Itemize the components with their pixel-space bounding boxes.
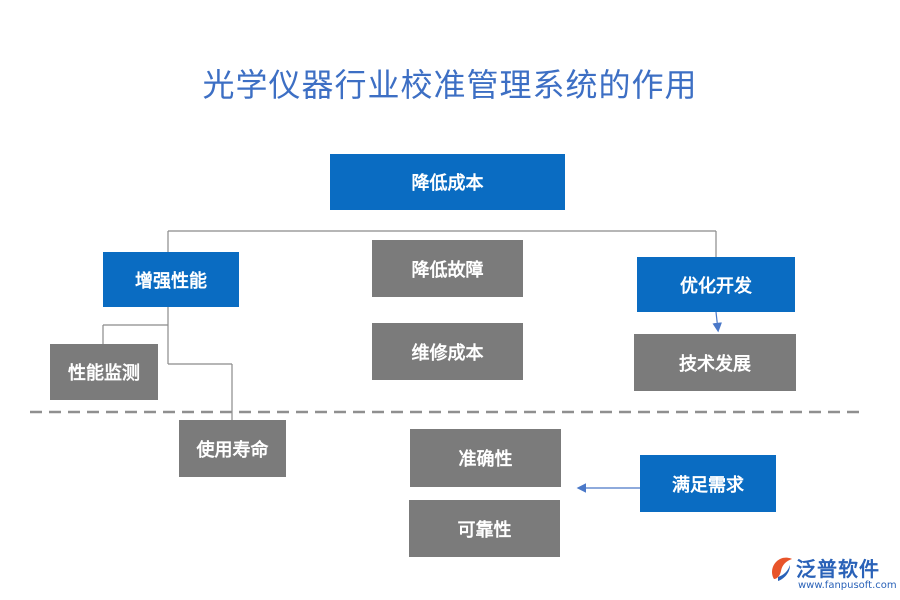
logo-url: www.fanpusoft.com — [798, 580, 897, 591]
node-accuracy: 准确性 — [410, 429, 561, 487]
node-optimize-development: 优化开发 — [637, 257, 795, 312]
node-meet-demand: 满足需求 — [640, 455, 776, 512]
brand-logo: 泛普软件 www.fanpusoft.com — [768, 553, 898, 599]
node-performance-monitoring: 性能监测 — [50, 344, 158, 400]
node-reliability: 可靠性 — [409, 500, 560, 557]
node-maintenance-cost: 维修成本 — [372, 323, 523, 380]
node-enhance-performance: 增强性能 — [103, 252, 239, 307]
node-service-life: 使用寿命 — [179, 420, 286, 477]
diagram-title: 光学仪器行业校准管理系统的作用 — [202, 66, 698, 104]
node-reduce-cost: 降低成本 — [330, 154, 565, 210]
arrow-optimize-to-tech — [712, 311, 722, 333]
node-technology-development: 技术发展 — [634, 334, 796, 391]
node-reduce-failure: 降低故障 — [372, 240, 523, 297]
logo-name: 泛普软件 — [796, 557, 880, 581]
logo-mark-icon — [772, 557, 792, 581]
